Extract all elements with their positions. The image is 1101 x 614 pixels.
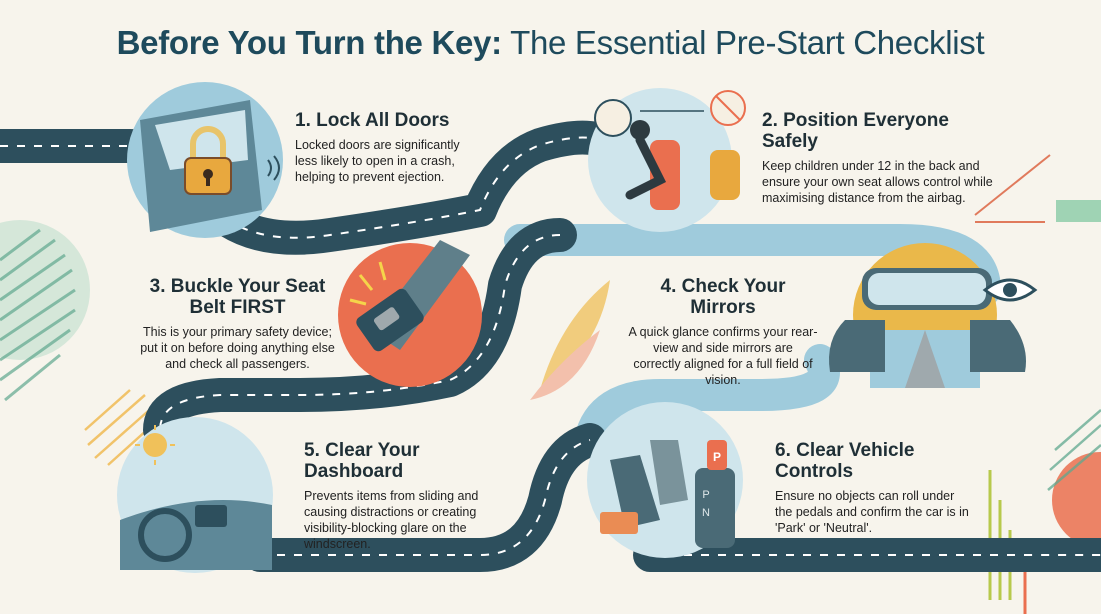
step-heading: 6. Clear Vehicle Controls (775, 440, 915, 482)
seating-illustration (588, 88, 746, 232)
baby-face-icon (594, 99, 632, 137)
step-clear-controls: 6. Clear Vehicle Controls Ensure no obje… (775, 440, 975, 536)
center-leaves (530, 280, 610, 400)
gate-p-label: P (702, 489, 709, 501)
seatbelt-illustration (338, 240, 482, 387)
door-illustration (127, 82, 283, 238)
step-heading: 2. Position Everyone Safely (762, 110, 949, 152)
step-body: Keep children under 12 in the back and e… (762, 159, 993, 205)
page-title: Before You Turn the Key: The Essential P… (0, 24, 1101, 62)
eye-icon (982, 278, 1038, 302)
left-decor (0, 220, 159, 466)
step-body: Locked doors are significantly less like… (295, 138, 460, 184)
step-body: Ensure no objects can roll under the ped… (775, 489, 969, 535)
step-position-safely: 2. Position Everyone Safely Keep childre… (762, 110, 997, 206)
title-bold: Before You Turn the Key: (116, 24, 502, 61)
gate-n-label: N (702, 507, 710, 519)
mirrors-illustration (829, 243, 1038, 388)
step-heading: 3. Buckle Your Seat Belt FIRST (149, 276, 326, 318)
road-main (0, 120, 1101, 573)
step-lock-doors: 1. Lock All Doors Locked doors are signi… (295, 110, 480, 185)
padlock-icon (184, 126, 232, 195)
step-heading: 4. Check Your Mirrors (660, 276, 786, 318)
step-heading: 1. Lock All Doors (295, 110, 450, 131)
step-body: Prevents items from sliding and causing … (304, 489, 479, 551)
shifter-p-label: P (713, 450, 721, 464)
step-heading: 5. Clear Your Dashboard (304, 440, 420, 482)
step-body: This is your primary safety device; put … (140, 325, 335, 371)
seatbelt-buckle-icon (356, 288, 424, 352)
controls-illustration: P P N (587, 402, 743, 558)
dashboard-illustration (117, 417, 273, 573)
title-rest: The Essential Pre-Start Checklist (501, 24, 985, 61)
sun-icon (135, 425, 175, 465)
step-clear-dashboard: 5. Clear Your Dashboard Prevents items f… (304, 440, 499, 552)
step-buckle-seat-belt: 3. Buckle Your Seat Belt FIRST This is y… (140, 276, 335, 372)
step-body: A quick glance confirms your rear-view a… (628, 325, 818, 387)
step-check-mirrors: 4. Check Your Mirrors A quick glance con… (628, 276, 818, 388)
